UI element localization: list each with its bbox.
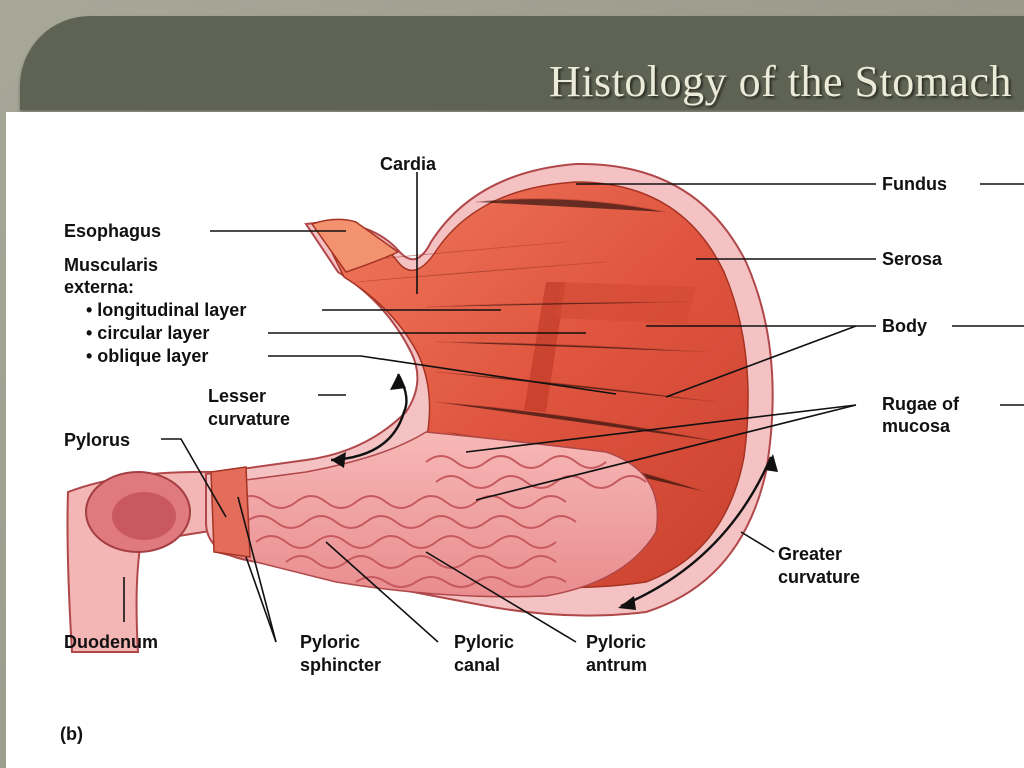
- label-muscularis-2: externa:: [64, 277, 134, 297]
- label-body: Body: [882, 316, 927, 336]
- label-esophagus: Esophagus: [64, 221, 161, 241]
- diagram-canvas: Cardia Fundus Esophagus Serosa Musculari…: [60, 154, 1024, 744]
- slide-title: Histology of the Stomach: [549, 57, 1012, 106]
- label-duodenum: Duodenum: [64, 632, 158, 652]
- esophagus-shape: [310, 218, 400, 273]
- label-pyloric-antrum-2: antrum: [586, 655, 647, 675]
- label-greater-1: Greater: [778, 544, 842, 564]
- lesser-curvature-arrow: [330, 373, 408, 468]
- label-lesser-1: Lesser: [208, 386, 266, 406]
- label-serosa: Serosa: [882, 249, 943, 269]
- label-lesser-2: curvature: [208, 409, 290, 429]
- leader-lines: [123, 172, 1024, 643]
- label-circular-layer: • circular layer: [86, 323, 209, 343]
- label-longitudinal-layer: • longitudinal layer: [86, 300, 246, 320]
- rugae-folds: [235, 455, 647, 588]
- stomach-illustration: [66, 162, 774, 653]
- label-rugae-1: Rugae of: [882, 394, 960, 414]
- mucosa-rugae: [215, 431, 659, 598]
- label-greater-2: curvature: [778, 567, 860, 587]
- panel-label: (b): [60, 724, 83, 744]
- label-rugae-2: mucosa: [882, 416, 951, 436]
- label-cardia: Cardia: [380, 154, 437, 174]
- label-fundus: Fundus: [882, 174, 947, 194]
- label-pyloric-canal-2: canal: [454, 655, 500, 675]
- diagram-labels: Cardia Fundus Esophagus Serosa Musculari…: [60, 154, 960, 744]
- label-oblique-layer: • oblique layer: [86, 346, 208, 366]
- label-pyloric-sphincter-1: Pyloric: [300, 632, 360, 652]
- title-bar: Histology of the Stomach: [20, 16, 1024, 110]
- label-pyloric-canal-1: Pyloric: [454, 632, 514, 652]
- label-pyloric-sphincter-2: sphincter: [300, 655, 381, 675]
- stomach-diagram: Cardia Fundus Esophagus Serosa Musculari…: [6, 112, 1024, 768]
- pyloric-sphincter-shape: [210, 466, 251, 558]
- greater-curvature-arrow: [618, 454, 778, 610]
- label-pylorus: Pylorus: [64, 430, 130, 450]
- label-muscularis-1: Muscularis: [64, 255, 158, 275]
- label-pyloric-antrum-1: Pyloric: [586, 632, 646, 652]
